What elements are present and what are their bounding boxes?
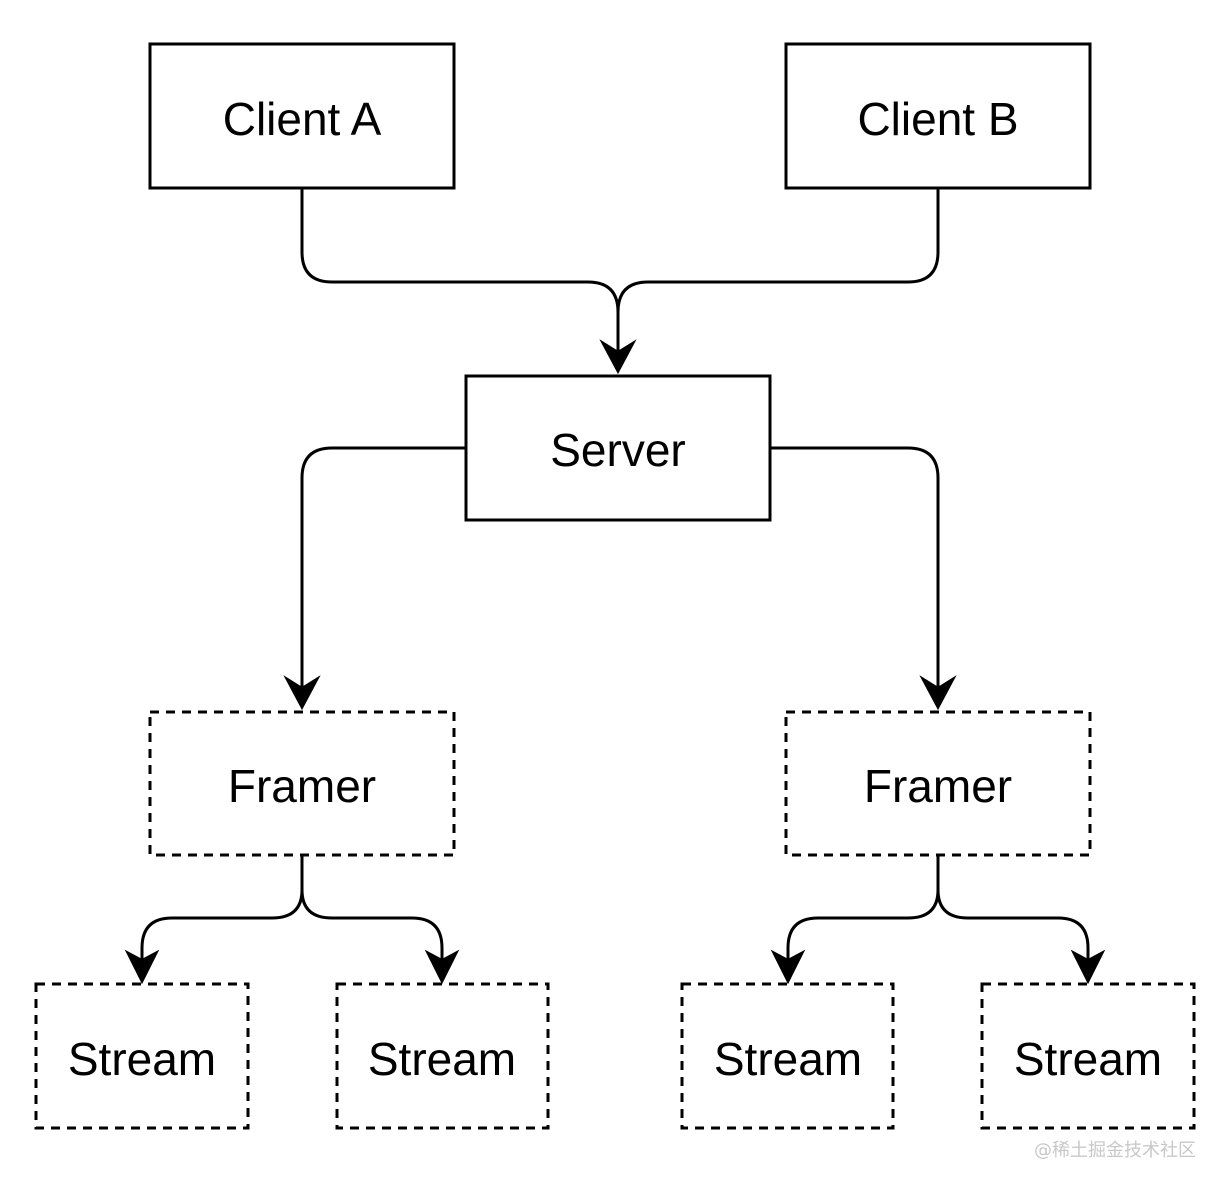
node-stream-4: Stream bbox=[980, 982, 1196, 1130]
edge-framer-right-to-stream-4 bbox=[936, 855, 1090, 960]
arrow-into-framer-right bbox=[919, 675, 957, 711]
edge-server-to-framer-right bbox=[770, 446, 940, 688]
node-client-b-label: Client B bbox=[857, 93, 1018, 145]
watermark-text: @稀土掘金技术社区 bbox=[1034, 1140, 1196, 1161]
node-server-label: Server bbox=[550, 424, 685, 476]
node-server: Server bbox=[464, 374, 772, 522]
edge-framer-left-to-stream-2 bbox=[300, 855, 444, 960]
edge-framer-right-to-stream-3 bbox=[786, 855, 940, 960]
node-framer-right: Framer bbox=[784, 710, 1092, 857]
arrow-into-stream-3 bbox=[770, 949, 806, 985]
arrow-into-stream-1 bbox=[124, 949, 160, 985]
node-stream-4-label: Stream bbox=[1014, 1033, 1162, 1085]
arrow-into-framer-left bbox=[283, 675, 321, 711]
node-stream-1-label: Stream bbox=[68, 1033, 216, 1085]
edge-client-a-to-server bbox=[300, 188, 620, 352]
edge-server-to-framer-left bbox=[300, 446, 466, 688]
node-stream-3: Stream bbox=[680, 982, 895, 1130]
node-stream-2: Stream bbox=[335, 982, 550, 1130]
node-client-a-label: Client A bbox=[223, 93, 382, 145]
edge-framer-left-to-stream-1 bbox=[140, 855, 304, 960]
edge-client-b-to-server bbox=[616, 188, 940, 352]
node-client-b: Client B bbox=[784, 42, 1092, 190]
node-stream-1: Stream bbox=[34, 982, 250, 1130]
node-stream-3-label: Stream bbox=[714, 1033, 862, 1085]
node-stream-2-label: Stream bbox=[368, 1033, 516, 1085]
node-client-a: Client A bbox=[148, 42, 456, 190]
arrow-into-server bbox=[599, 339, 637, 375]
node-framer-right-label: Framer bbox=[864, 760, 1012, 812]
arrow-into-stream-2 bbox=[424, 949, 460, 985]
node-framer-left: Framer bbox=[148, 710, 456, 857]
node-framer-left-label: Framer bbox=[228, 760, 376, 812]
arrow-into-stream-4 bbox=[1070, 949, 1106, 985]
